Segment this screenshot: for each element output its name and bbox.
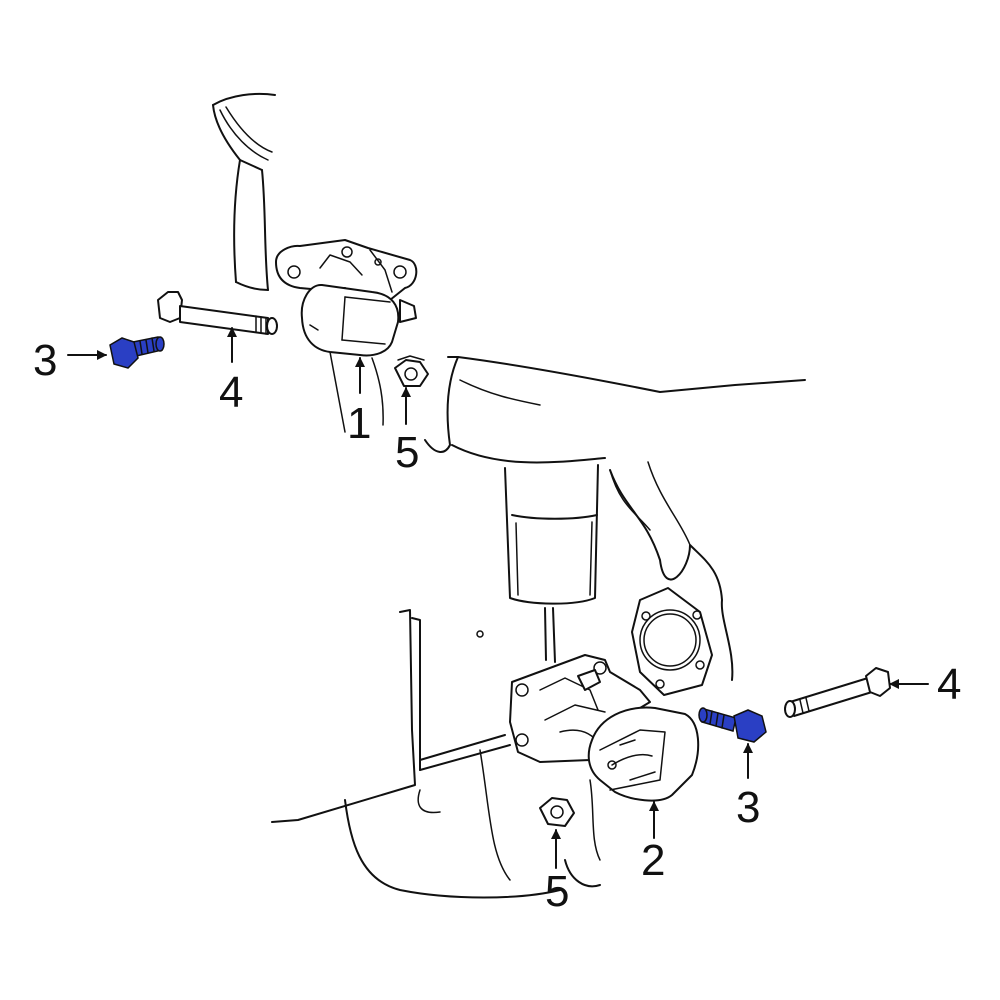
callout-4-upper: 4	[219, 368, 243, 417]
callout-5-lower: 5	[545, 867, 569, 916]
callout-3-lower: 3	[736, 783, 760, 832]
lower-engine-mount	[509, 654, 700, 802]
callout-arrows	[67, 327, 929, 869]
callout-5-upper: 5	[395, 428, 419, 477]
flange-bolt-upper	[109, 336, 165, 369]
flange-bolt-lower	[698, 707, 767, 743]
nut-upper	[394, 355, 429, 387]
callout-labels: 3 4 1 5 4 3 2 5	[33, 336, 961, 916]
vehicle-background	[212, 92, 806, 899]
callout-1: 1	[347, 399, 371, 448]
through-bolt-upper	[157, 291, 278, 335]
callout-4-lower: 4	[937, 660, 961, 709]
upper-engine-mount	[275, 239, 418, 357]
callout-2: 2	[641, 836, 665, 885]
callout-3-upper: 3	[33, 336, 57, 385]
nut-lower	[539, 797, 575, 827]
through-bolt-lower	[784, 667, 891, 718]
